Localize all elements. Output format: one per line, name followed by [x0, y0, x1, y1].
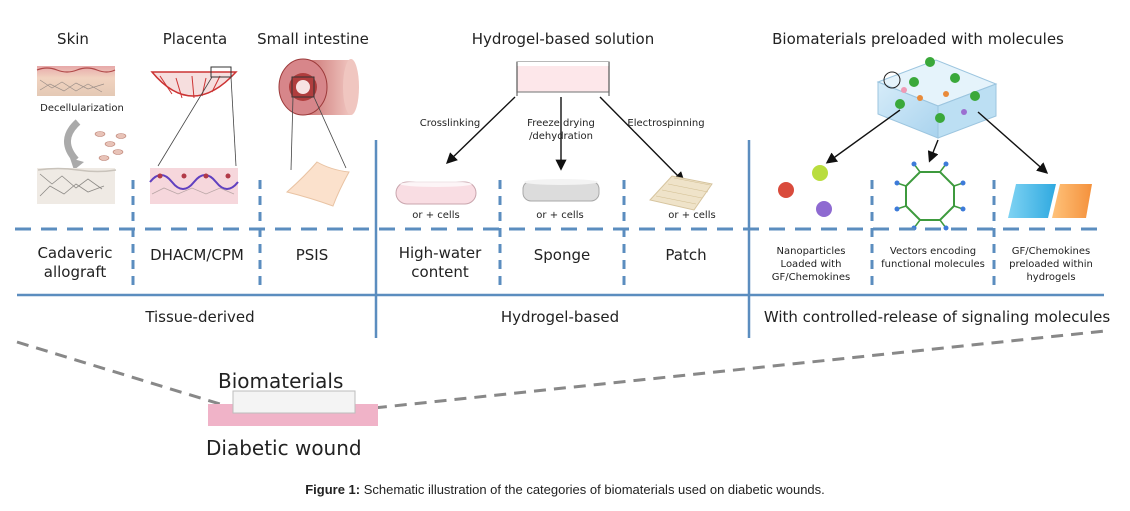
- caption-label: Figure 1:: [305, 482, 361, 497]
- dashed-dividers: [131, 180, 996, 290]
- skin-header: Skin: [57, 30, 89, 48]
- nanoparticles-label: Nanoparticles Loaded with GF/Chemokines: [752, 245, 870, 284]
- sponge-cells-label: or + cells: [536, 210, 584, 221]
- dhacm-cpm-label: DHACM/CPM: [150, 246, 244, 264]
- hydrogel-arrows: [445, 96, 685, 183]
- small-intestine-image: [278, 58, 359, 171]
- amniotic-membrane-image: [149, 168, 239, 204]
- gf-hydrogel-blocks-image: [1008, 184, 1092, 218]
- patch-cells-label: or + cells: [668, 210, 716, 221]
- decellularization-label: Decellularization: [40, 103, 124, 114]
- decellularization-arrow: [64, 119, 84, 170]
- cadaveric-line-1: Cadaveric: [37, 244, 113, 262]
- hydrogel-disk-image: [395, 181, 477, 205]
- vectors-line-1: Vectors encoding: [889, 246, 977, 257]
- tissue-derived-section-label: Tissue-derived: [145, 308, 255, 326]
- decellularized-skin-image: [37, 167, 117, 204]
- nanoparticles-line-1: Nanoparticles: [776, 246, 846, 257]
- electrospinning-label: Electrospinning: [627, 118, 705, 129]
- patch-image: [649, 175, 713, 211]
- sponge-image: [522, 179, 600, 202]
- high-water-cells-label: or + cells: [412, 210, 460, 221]
- nanoparticles-line-2: Loaded with: [780, 259, 842, 270]
- biomaterials-label: Biomaterials: [218, 369, 344, 393]
- psis-sheet-image: [285, 161, 350, 207]
- vector-molecule-image: [894, 161, 966, 231]
- skin-tissue-image: [36, 66, 116, 96]
- controlled-release-section-label: With controlled-release of signaling mol…: [763, 308, 1111, 326]
- dehydration-label: /dehydration: [529, 131, 593, 142]
- placenta-image: [150, 66, 238, 167]
- figure-caption: Figure 1: Schematic illustration of the …: [0, 482, 1130, 497]
- preloaded-cube-image: [876, 57, 998, 139]
- gf-hydrogels-label: GF/Chemokines preloaded within hydrogels: [996, 245, 1106, 284]
- caption-text: Schematic illustration of the categories…: [360, 482, 825, 497]
- wound-illustration: [208, 390, 378, 426]
- gf-line-1: GF/Chemokines: [1011, 246, 1091, 257]
- vectors-line-2: functional molecules: [881, 259, 985, 270]
- gf-line-2: preloaded within: [1009, 259, 1093, 270]
- vectors-label: Vectors encoding functional molecules: [874, 245, 992, 271]
- shed-cells: [94, 131, 127, 161]
- nanoparticles-image: [778, 165, 832, 217]
- hydrogel-solution-header: Hydrogel-based solution: [471, 30, 655, 48]
- psis-label: PSIS: [295, 246, 329, 264]
- high-water-line-2: content: [411, 263, 469, 281]
- patch-label: Patch: [665, 246, 707, 264]
- high-water-line-1: High-water: [398, 244, 482, 262]
- sponge-label: Sponge: [533, 246, 591, 264]
- solid-divider-lines: [17, 140, 1104, 338]
- cadaveric-allograft-label: Cadaveric allograft: [20, 244, 130, 282]
- hydrogel-based-section-label: Hydrogel-based: [500, 308, 620, 326]
- placenta-header: Placenta: [162, 30, 228, 48]
- cadaveric-line-2: allograft: [43, 263, 107, 281]
- gf-line-3: hydrogels: [1026, 272, 1076, 283]
- small-intestine-header: Small intestine: [257, 30, 369, 48]
- freeze-drying-label: Freeze drying: [527, 118, 595, 129]
- nanoparticles-line-3: GF/Chemokines: [771, 272, 851, 283]
- cube-arrows: [825, 109, 1049, 174]
- biomaterials-preloaded-header: Biomaterials preloaded with molecules: [772, 30, 1064, 48]
- hydrogel-container: [516, 61, 610, 96]
- zoom-lines: [16, 329, 1106, 412]
- diabetic-wound-label: Diabetic wound: [206, 436, 362, 460]
- crosslinking-label: Crosslinking: [419, 118, 481, 129]
- high-water-content-label: High-water content: [382, 244, 498, 282]
